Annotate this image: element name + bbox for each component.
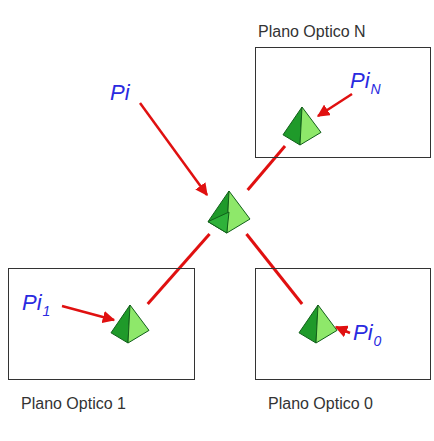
leader-arrow [140, 103, 207, 195]
point-label: Pi0 [353, 322, 381, 344]
pyramid-icon [110, 304, 150, 344]
plane-caption: Plano Optico 1 [21, 395, 126, 413]
point-subscript: 0 [374, 333, 382, 349]
pyramid-point: Pi [207, 190, 251, 234]
sight-line [248, 146, 285, 190]
point-name: Pi [110, 80, 130, 105]
sight-line [148, 234, 210, 304]
point-label: Pi [110, 82, 130, 104]
leader-arrow [62, 306, 114, 320]
point-name: Pi [353, 320, 373, 345]
leader-arrow [318, 94, 352, 116]
optical-plane: Pi1Plano Optico 1 [8, 268, 195, 380]
pyramid-point: Pi1 [110, 304, 150, 344]
point-subscript: N [371, 81, 381, 97]
plane-caption: Plano Optico N [258, 23, 366, 41]
optical-plane: Pi0Plano Optico 0 [255, 268, 431, 380]
leader-arrow [336, 327, 350, 333]
point-subscript: 1 [43, 303, 51, 319]
optical-plane: PiNPlano Optico N [255, 47, 431, 158]
point-name: Pi [350, 68, 370, 93]
point-label: PiN [350, 70, 381, 92]
pyramid-icon [298, 304, 338, 344]
point-label: Pi1 [22, 292, 50, 314]
pyramid-icon [207, 190, 251, 234]
pyramid-icon [282, 106, 322, 146]
pyramid-point: Pi0 [298, 304, 338, 344]
plane-caption: Plano Optico 0 [268, 395, 373, 413]
point-name: Pi [22, 290, 42, 315]
pyramid-point: PiN [282, 106, 322, 146]
